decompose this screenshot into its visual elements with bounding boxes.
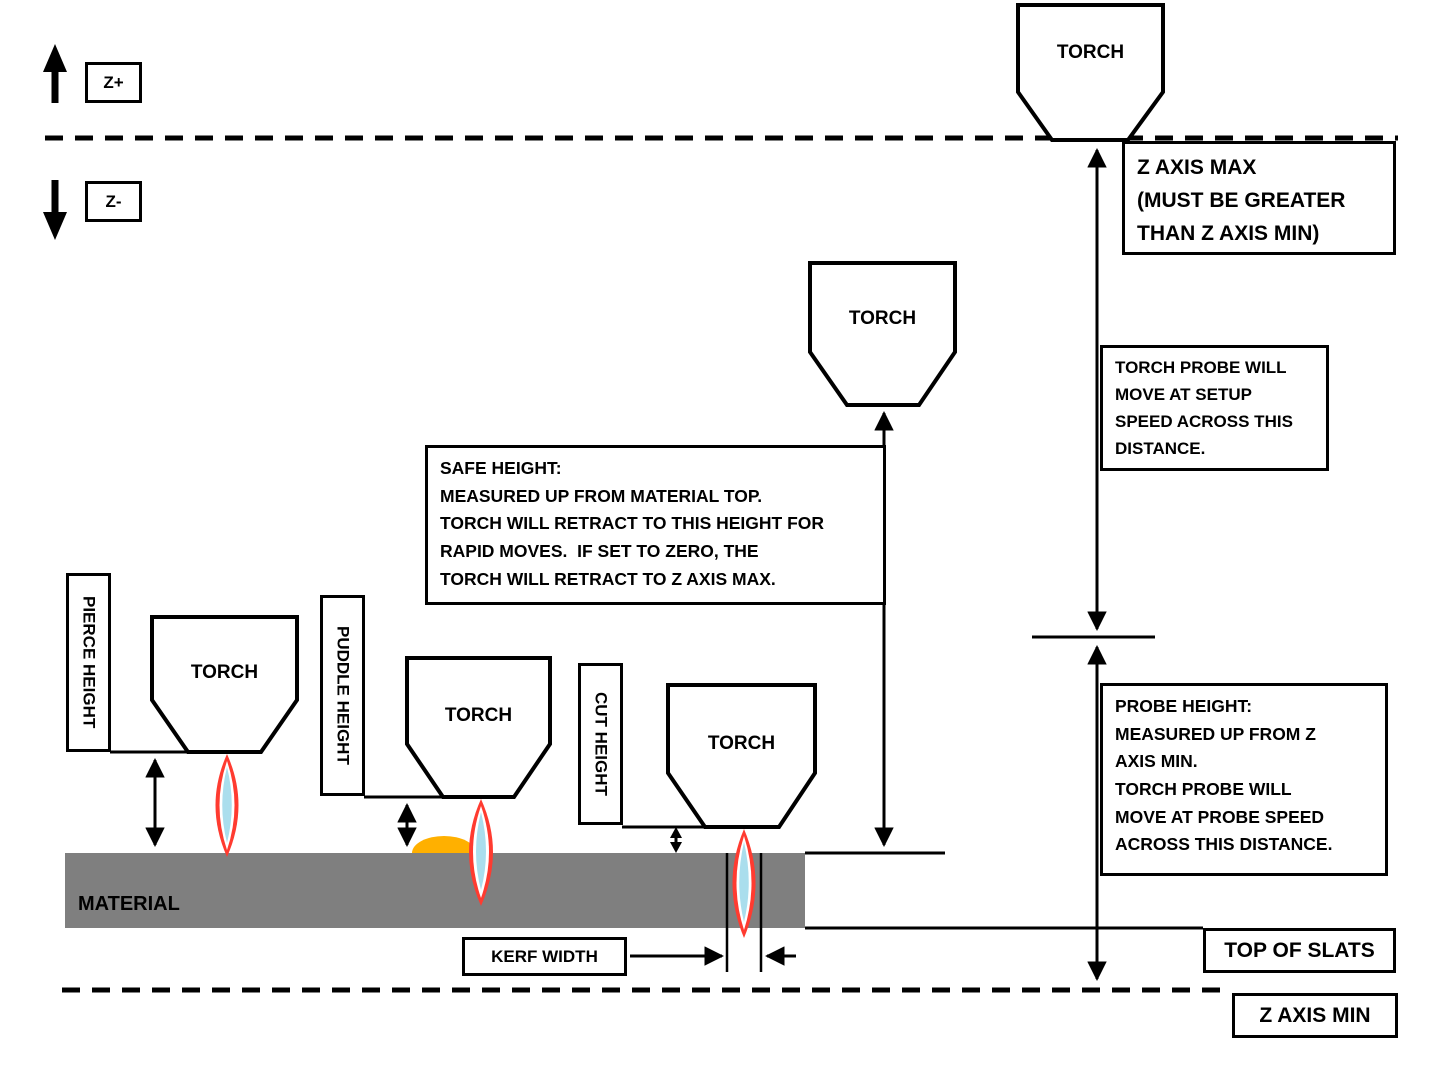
reference-lines — [110, 750, 1203, 930]
material-label: MATERIAL — [78, 893, 180, 915]
pierce-height-label: PIERCE HEIGHT — [66, 573, 111, 752]
kerf-cut-lines — [725, 853, 763, 972]
z-minus-arrow-icon — [43, 180, 67, 240]
z-plus-label: Z+ — [85, 62, 142, 103]
cut-height-arrow — [670, 827, 682, 853]
top-of-slats-label: TOP OF SLATS — [1203, 928, 1396, 973]
torch-z-max-label: TORCH — [1056, 42, 1125, 63]
torch-puddle-shape — [405, 656, 552, 799]
puddle-height-label: PUDDLE HEIGHT — [320, 595, 365, 796]
material-rect — [65, 853, 805, 928]
cut-flame-icon — [732, 829, 756, 938]
setup-speed-callout: TORCH PROBE WILL MOVE AT SETUP SPEED ACR… — [1100, 345, 1329, 471]
z-minus-label: Z- — [85, 181, 142, 222]
safe-height-callout: SAFE HEIGHT: MEASURED UP FROM MATERIAL T… — [425, 445, 886, 605]
torch-safe-height-label: TORCH — [848, 308, 917, 329]
torch-pierce-shape — [150, 615, 299, 754]
torch-cut-label: TORCH — [707, 733, 776, 754]
torch-z-max-shape — [1016, 3, 1165, 142]
z-axis-min-label: Z AXIS MIN — [1232, 993, 1398, 1038]
torch-pierce-label: TORCH — [190, 662, 259, 683]
z-axis-max-callout: Z AXIS MAX (MUST BE GREATER THAN Z AXIS … — [1122, 141, 1396, 255]
kerf-width-label: KERF WIDTH — [462, 937, 627, 976]
probe-height-callout: PROBE HEIGHT: MEASURED UP FROM Z AXIS MI… — [1100, 683, 1388, 876]
z-plus-arrow-icon — [43, 44, 67, 103]
torch-cut-shape — [666, 683, 817, 829]
torch-puddle-label: TORCH — [444, 705, 513, 726]
torch-safe-height-shape — [808, 261, 957, 407]
cut-height-label: CUT HEIGHT — [578, 663, 623, 825]
puddle-flame-icon — [469, 799, 493, 906]
puddle-shape — [412, 836, 476, 853]
pierce-flame-icon — [215, 754, 239, 857]
